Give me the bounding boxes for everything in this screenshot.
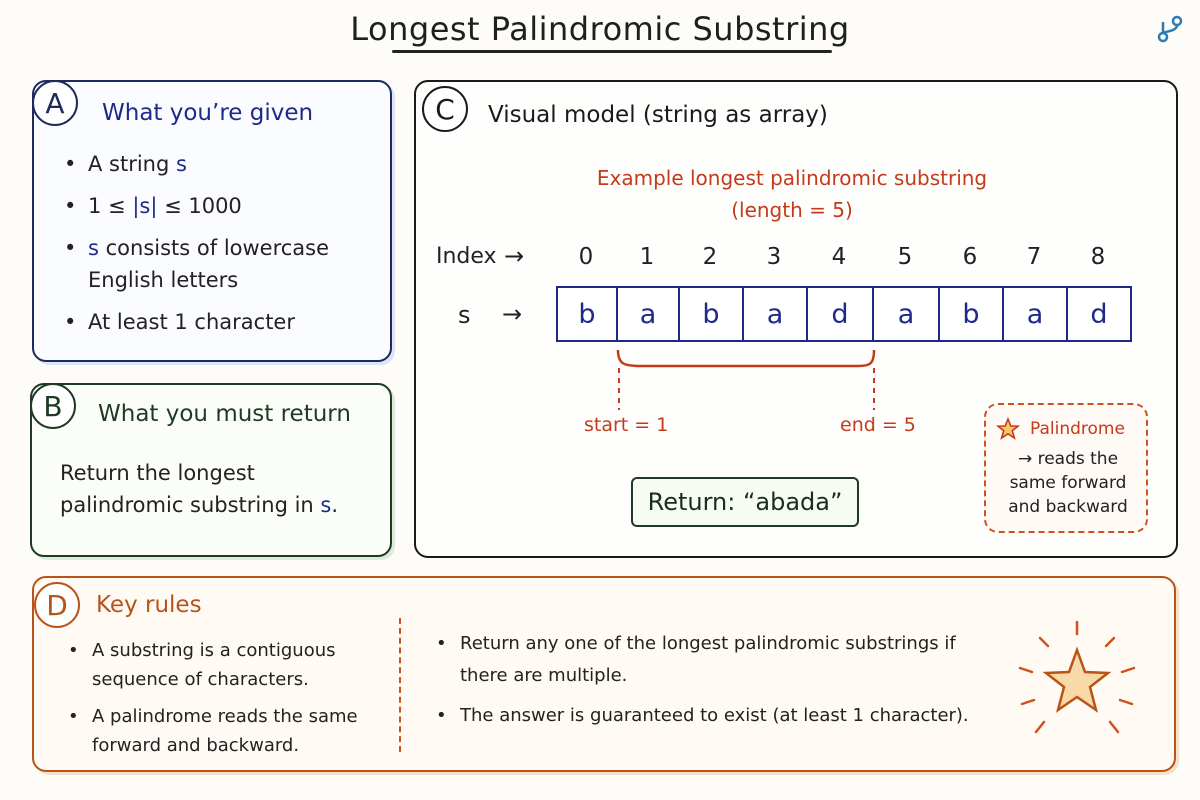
index-4: 4	[831, 244, 847, 270]
array-cell-1: a	[616, 286, 680, 342]
section-a-heading: What you’re given	[102, 100, 314, 126]
given-item: At least 1 character	[58, 306, 358, 338]
section-d-badge: D	[34, 582, 80, 628]
section-a-badge: A	[32, 80, 78, 126]
end-label: end = 5	[840, 414, 916, 436]
index-8: 8	[1090, 244, 1106, 270]
title-underline	[392, 50, 832, 53]
s-label: s	[458, 301, 471, 329]
section-d-card: D Key rules A substring is a contiguous …	[32, 576, 1176, 772]
rule-item: Return any one of the longest palindromi…	[430, 628, 990, 692]
substring-bracket	[616, 349, 876, 410]
index-3: 3	[766, 244, 782, 270]
rules-divider	[399, 618, 401, 752]
array-cell-0: b	[556, 286, 618, 342]
index-6: 6	[962, 244, 978, 270]
example-caption: Example longest palindromic substring	[596, 166, 988, 190]
note-line: → reads the	[1017, 449, 1119, 469]
star-icon	[1018, 620, 1136, 734]
start-label: start = 1	[584, 414, 669, 436]
note-line: same forward	[1009, 473, 1127, 493]
rule-item: A substring is a contiguous sequence of …	[62, 636, 382, 694]
rule-item: A palindrome reads the same forward and …	[62, 702, 382, 760]
index-7: 7	[1026, 244, 1042, 270]
given-list: A string s 1 ≤ |s| ≤ 1000 s consists of …	[58, 148, 358, 338]
array-cell-2: b	[678, 286, 744, 342]
example-length: (length = 5)	[731, 198, 853, 222]
given-item: s consists of lowercase English letters	[58, 232, 358, 296]
index-5: 5	[897, 244, 913, 270]
array-cell-8: d	[1066, 286, 1132, 342]
section-a-card: A What you’re given A string s 1 ≤ |s| ≤…	[32, 80, 392, 362]
rule-item: The answer is guaranteed to exist (at le…	[430, 700, 990, 732]
palindrome-note: Palindrome → reads the same forward and …	[984, 403, 1148, 533]
section-b-heading: What you must return	[98, 401, 351, 427]
page-title: Longest Palindromic Substring	[350, 10, 850, 48]
section-c-heading: Visual model (string as array)	[488, 102, 828, 128]
section-d-heading: Key rules	[96, 592, 202, 618]
index-0: 0	[578, 244, 594, 270]
index-2: 2	[702, 244, 718, 270]
note-title: Palindrome	[1030, 419, 1125, 439]
return-box: Return: “abada”	[631, 477, 859, 527]
star-icon	[996, 417, 1020, 440]
branch-icon[interactable]	[1155, 14, 1185, 44]
index-1: 1	[639, 244, 655, 270]
array-cell-5: a	[872, 286, 940, 342]
array-cell-7: a	[1002, 286, 1068, 342]
section-c-badge: C	[422, 86, 468, 132]
given-item: 1 ≤ |s| ≤ 1000	[58, 190, 358, 222]
return-description: Return the longest palindromic substring…	[60, 461, 339, 517]
array-cell-3: a	[742, 286, 808, 342]
array-cell-4: d	[806, 286, 874, 342]
note-line: and backward	[1008, 497, 1128, 517]
section-b-card: B What you must return Return the longes…	[30, 383, 392, 557]
given-item: A string s	[58, 148, 358, 180]
rules-left-list: A substring is a contiguous sequence of …	[62, 636, 382, 760]
s-arrow: →	[502, 300, 523, 328]
array-cell-6: b	[938, 286, 1004, 342]
rules-right-list: Return any one of the longest palindromi…	[430, 628, 990, 732]
index-arrow: →	[504, 242, 525, 270]
section-b-badge: B	[30, 383, 76, 429]
index-label: Index	[436, 244, 497, 269]
